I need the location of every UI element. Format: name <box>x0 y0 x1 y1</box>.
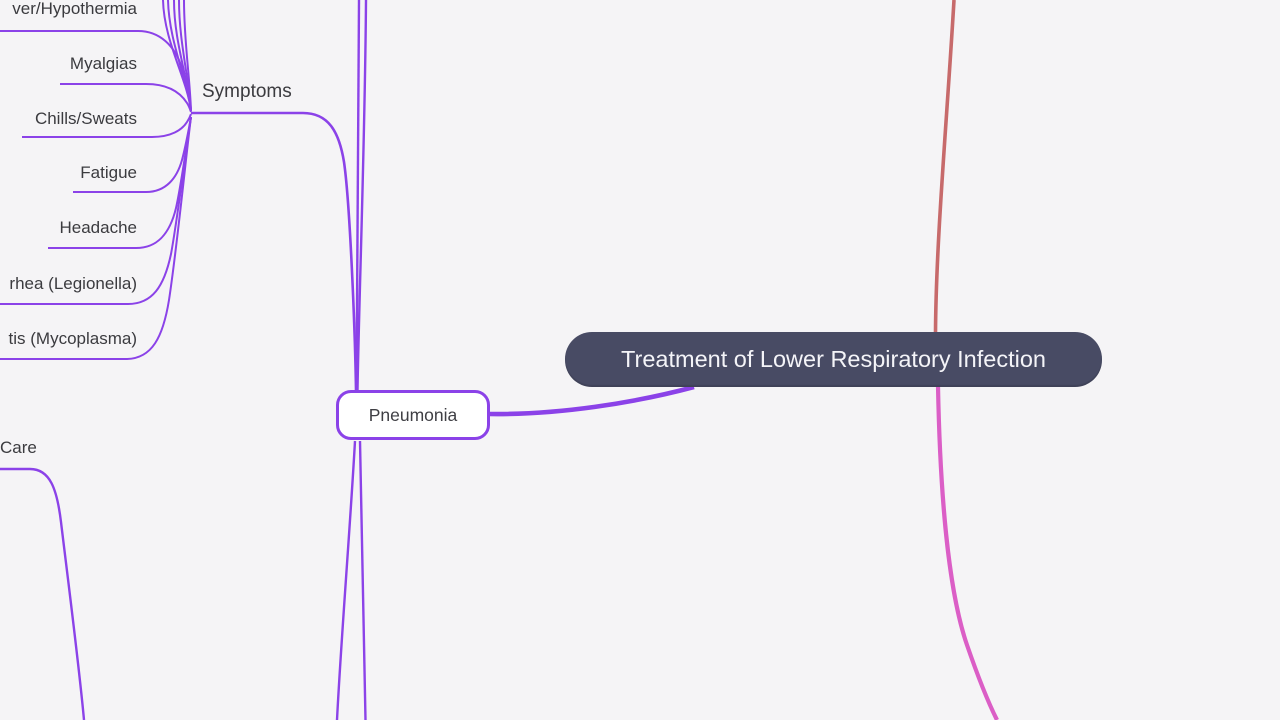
branch-line-chills-sweats <box>22 113 192 138</box>
branch-line-offscreen-top-5 <box>183 0 192 112</box>
leaf-myalgias[interactable]: Myalgias <box>69 54 137 73</box>
branch-line-myalgias <box>60 83 192 113</box>
edge-pneumonia-to-root <box>488 384 695 417</box>
symptoms-label[interactable]: Symptoms <box>202 81 292 102</box>
branch-line-pneumonia-top-2 <box>356 0 368 391</box>
branch-line-care <box>0 467 86 720</box>
branch-line-pneumonia-bottom-2 <box>358 440 367 720</box>
root-node[interactable]: Treatment of Lower Respiratory Infection <box>565 332 1102 387</box>
branch-line-symptoms-spine <box>191 111 358 391</box>
branch-line-red-top <box>933 0 956 334</box>
leaf-chills-sweats[interactable]: Chills/Sweats <box>34 109 137 128</box>
branch-line-mycoplasma <box>0 116 192 360</box>
branch-line-pneumonia-top-1 <box>355 0 361 391</box>
branch-line-pneumonia-bottom-1 <box>335 440 357 720</box>
leaf-fatigue[interactable]: Fatigue <box>80 163 137 182</box>
root-node-label: Treatment of Lower Respiratory Infection <box>621 346 1046 372</box>
leaf-legionella[interactable]: rhea (Legionella) <box>9 274 137 293</box>
pneumonia-node-label: Pneumonia <box>368 404 458 425</box>
care-label[interactable]: Care <box>0 438 37 457</box>
leaf-fever-hypothermia[interactable]: ver/Hypothermia <box>12 0 137 18</box>
branch-line-pink-bottom <box>935 385 999 720</box>
leaf-mycoplasma[interactable]: tis (Mycoplasma) <box>8 329 137 348</box>
leaf-headache[interactable]: Headache <box>59 218 137 237</box>
pneumonia-node[interactable]: Pneumonia <box>336 390 490 440</box>
